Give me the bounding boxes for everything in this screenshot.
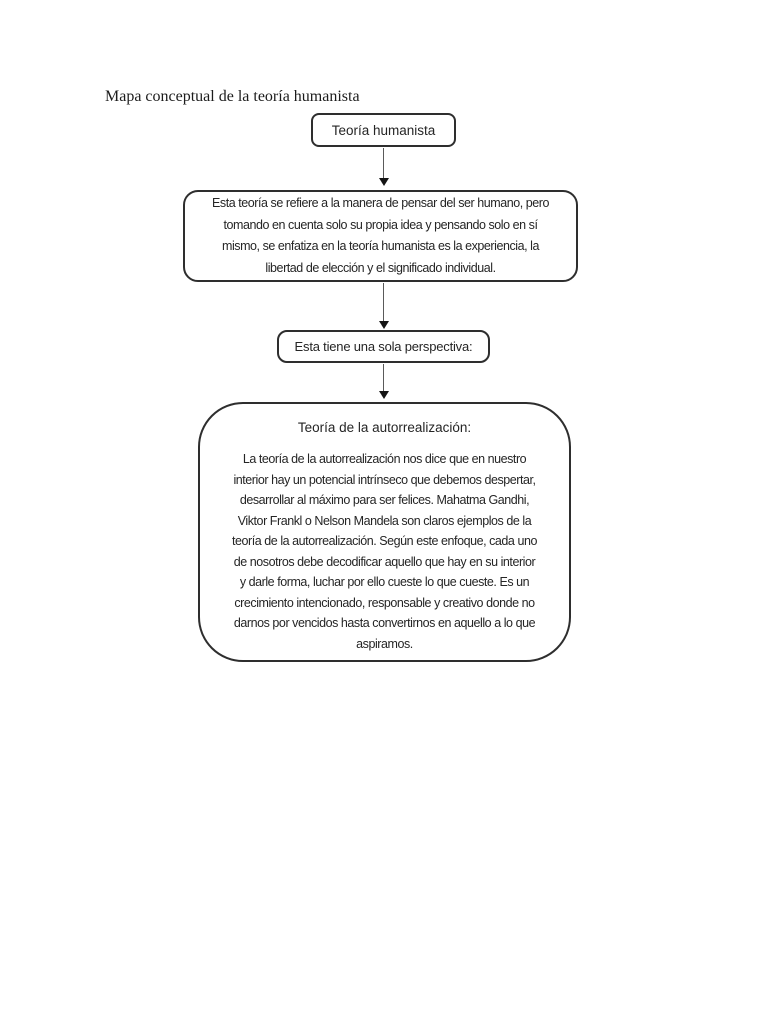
- node-perspectiva: Esta tiene una sola perspectiva:: [277, 330, 490, 363]
- description-line: tomando en cuenta solo su propia idea y …: [223, 217, 538, 232]
- description-line: Esta teoría se refiere a la manera de pe…: [212, 196, 549, 210]
- node-teoria-humanista-label: Teoría humanista: [331, 122, 436, 138]
- arrow-line: [382, 148, 384, 179]
- autorrealizacion-line: desarrollar al máximo para ser felices. …: [239, 493, 530, 507]
- autorrealizacion-line: de nosotros debe decodificar aquello que…: [233, 554, 536, 569]
- arrow-head-down-icon: [378, 321, 389, 329]
- autorrealizacion-line: La teoría de la autorrealización nos dic…: [242, 452, 527, 466]
- arrow-line: [382, 364, 384, 392]
- autorrealizacion-line: crecimiento intencionado, responsable y …: [234, 595, 535, 610]
- autorrealizacion-line: darnos por vencidos hasta convertirnos e…: [233, 616, 536, 630]
- node-perspectiva-label: Esta tiene una sola perspectiva:: [294, 339, 473, 354]
- autorrealizacion-line: teoría de la autorrealización. Según est…: [232, 534, 537, 548]
- node-autorrealizacion: Teoría de la autorrealización: La teoría…: [198, 402, 571, 662]
- arrow-line: [382, 283, 384, 322]
- arrow-head-down-icon: [378, 391, 389, 399]
- node-description: Esta teoría se refiere a la manera de pe…: [183, 190, 578, 282]
- autorrealizacion-line: interior hay un potencial intrínseco que…: [233, 472, 536, 487]
- node-teoria-humanista: Teoría humanista: [311, 113, 456, 147]
- flow-arrow-1: [377, 148, 390, 186]
- autorrealizacion-line: y darle forma, luchar por ello cueste lo…: [239, 575, 530, 589]
- flow-arrow-2: [377, 283, 390, 329]
- page-title: Mapa conceptual de la teoría humanista: [105, 88, 360, 105]
- autorrealizacion-line: aspiramos.: [356, 636, 413, 651]
- node-autorrealizacion-heading: Teoría de la autorrealización:: [297, 420, 472, 435]
- description-line: libertad de elección y el significado in…: [265, 260, 496, 275]
- flow-arrow-3: [377, 364, 390, 399]
- autorrealizacion-line: Viktor Frankl o Nelson Mandela son claro…: [237, 513, 532, 528]
- description-line: mismo, se enfatiza en la teoría humanist…: [222, 239, 539, 253]
- arrow-head-down-icon: [378, 178, 389, 186]
